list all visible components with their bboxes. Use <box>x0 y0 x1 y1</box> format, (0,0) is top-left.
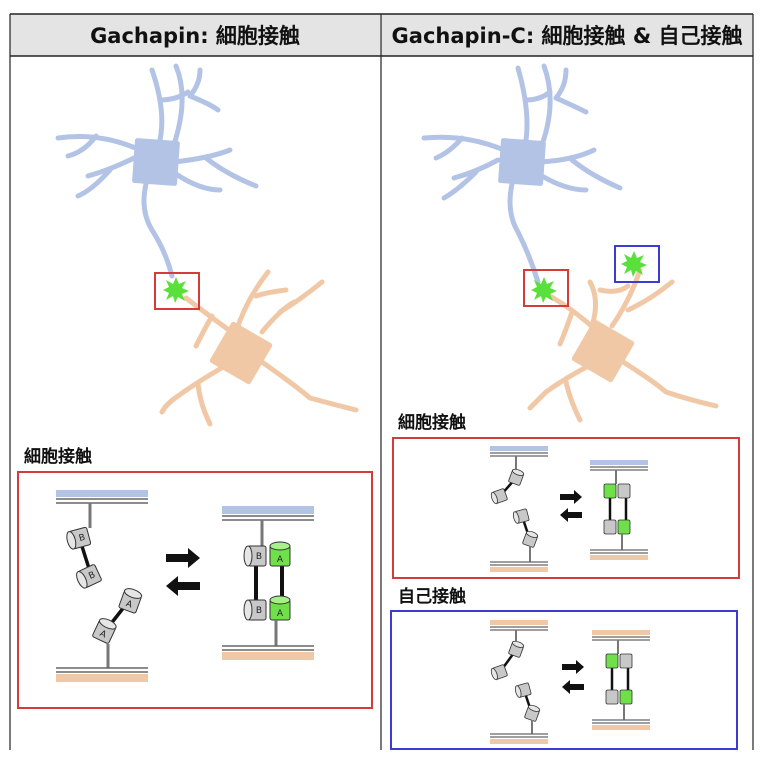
left-peach-neuron <box>159 269 359 427</box>
right-cell-double-arrow-icon <box>560 490 582 522</box>
right-blue-neuron <box>421 63 623 285</box>
cylinder-letter-b: B <box>256 552 262 562</box>
left-unbound-state: B B A A <box>56 490 148 682</box>
left-bound-state: B A B A <box>222 506 314 660</box>
right-self-double-arrow-icon <box>562 660 584 694</box>
cylinder-letter-a: A <box>277 609 284 619</box>
cylinder-letter-a: A <box>98 629 109 641</box>
cylinder-letter-b: B <box>256 606 262 616</box>
right-peach-neuron <box>527 267 719 423</box>
right-panel-title: Gachapin-C: 細胞接触 & 自己接触 <box>392 24 743 48</box>
panel-frame <box>9 13 754 750</box>
left-cell-contact-box <box>17 471 373 709</box>
right-cell-contact-highlight <box>523 269 569 307</box>
cylinder-letter-a: A <box>277 555 284 565</box>
right-self-contact-label: 自己接触 <box>398 586 466 607</box>
cylinder-letter-b: B <box>78 533 87 544</box>
right-cell-contact-box <box>392 437 740 579</box>
right-self-unbound-state <box>490 620 548 744</box>
left-cell-contact-label: 細胞接触 <box>24 446 92 467</box>
right-self-contact-box <box>390 610 738 750</box>
right-cell-unbound-state <box>490 446 548 572</box>
right-self-bound-state <box>592 630 650 730</box>
left-panel-title: Gachapin: 細胞接触 <box>90 24 300 48</box>
right-self-contact-burst-icon <box>621 251 647 277</box>
left-contact-highlight <box>154 272 200 310</box>
cylinder-letter-b: B <box>87 570 97 582</box>
right-self-contact-highlight <box>614 245 660 283</box>
cylinder-letter-a: A <box>124 599 134 611</box>
left-blue-neuron <box>55 63 259 279</box>
right-cell-bound-state <box>590 460 648 560</box>
right-cell-contact-label: 細胞接触 <box>398 412 466 433</box>
left-double-arrow-icon <box>166 548 200 596</box>
